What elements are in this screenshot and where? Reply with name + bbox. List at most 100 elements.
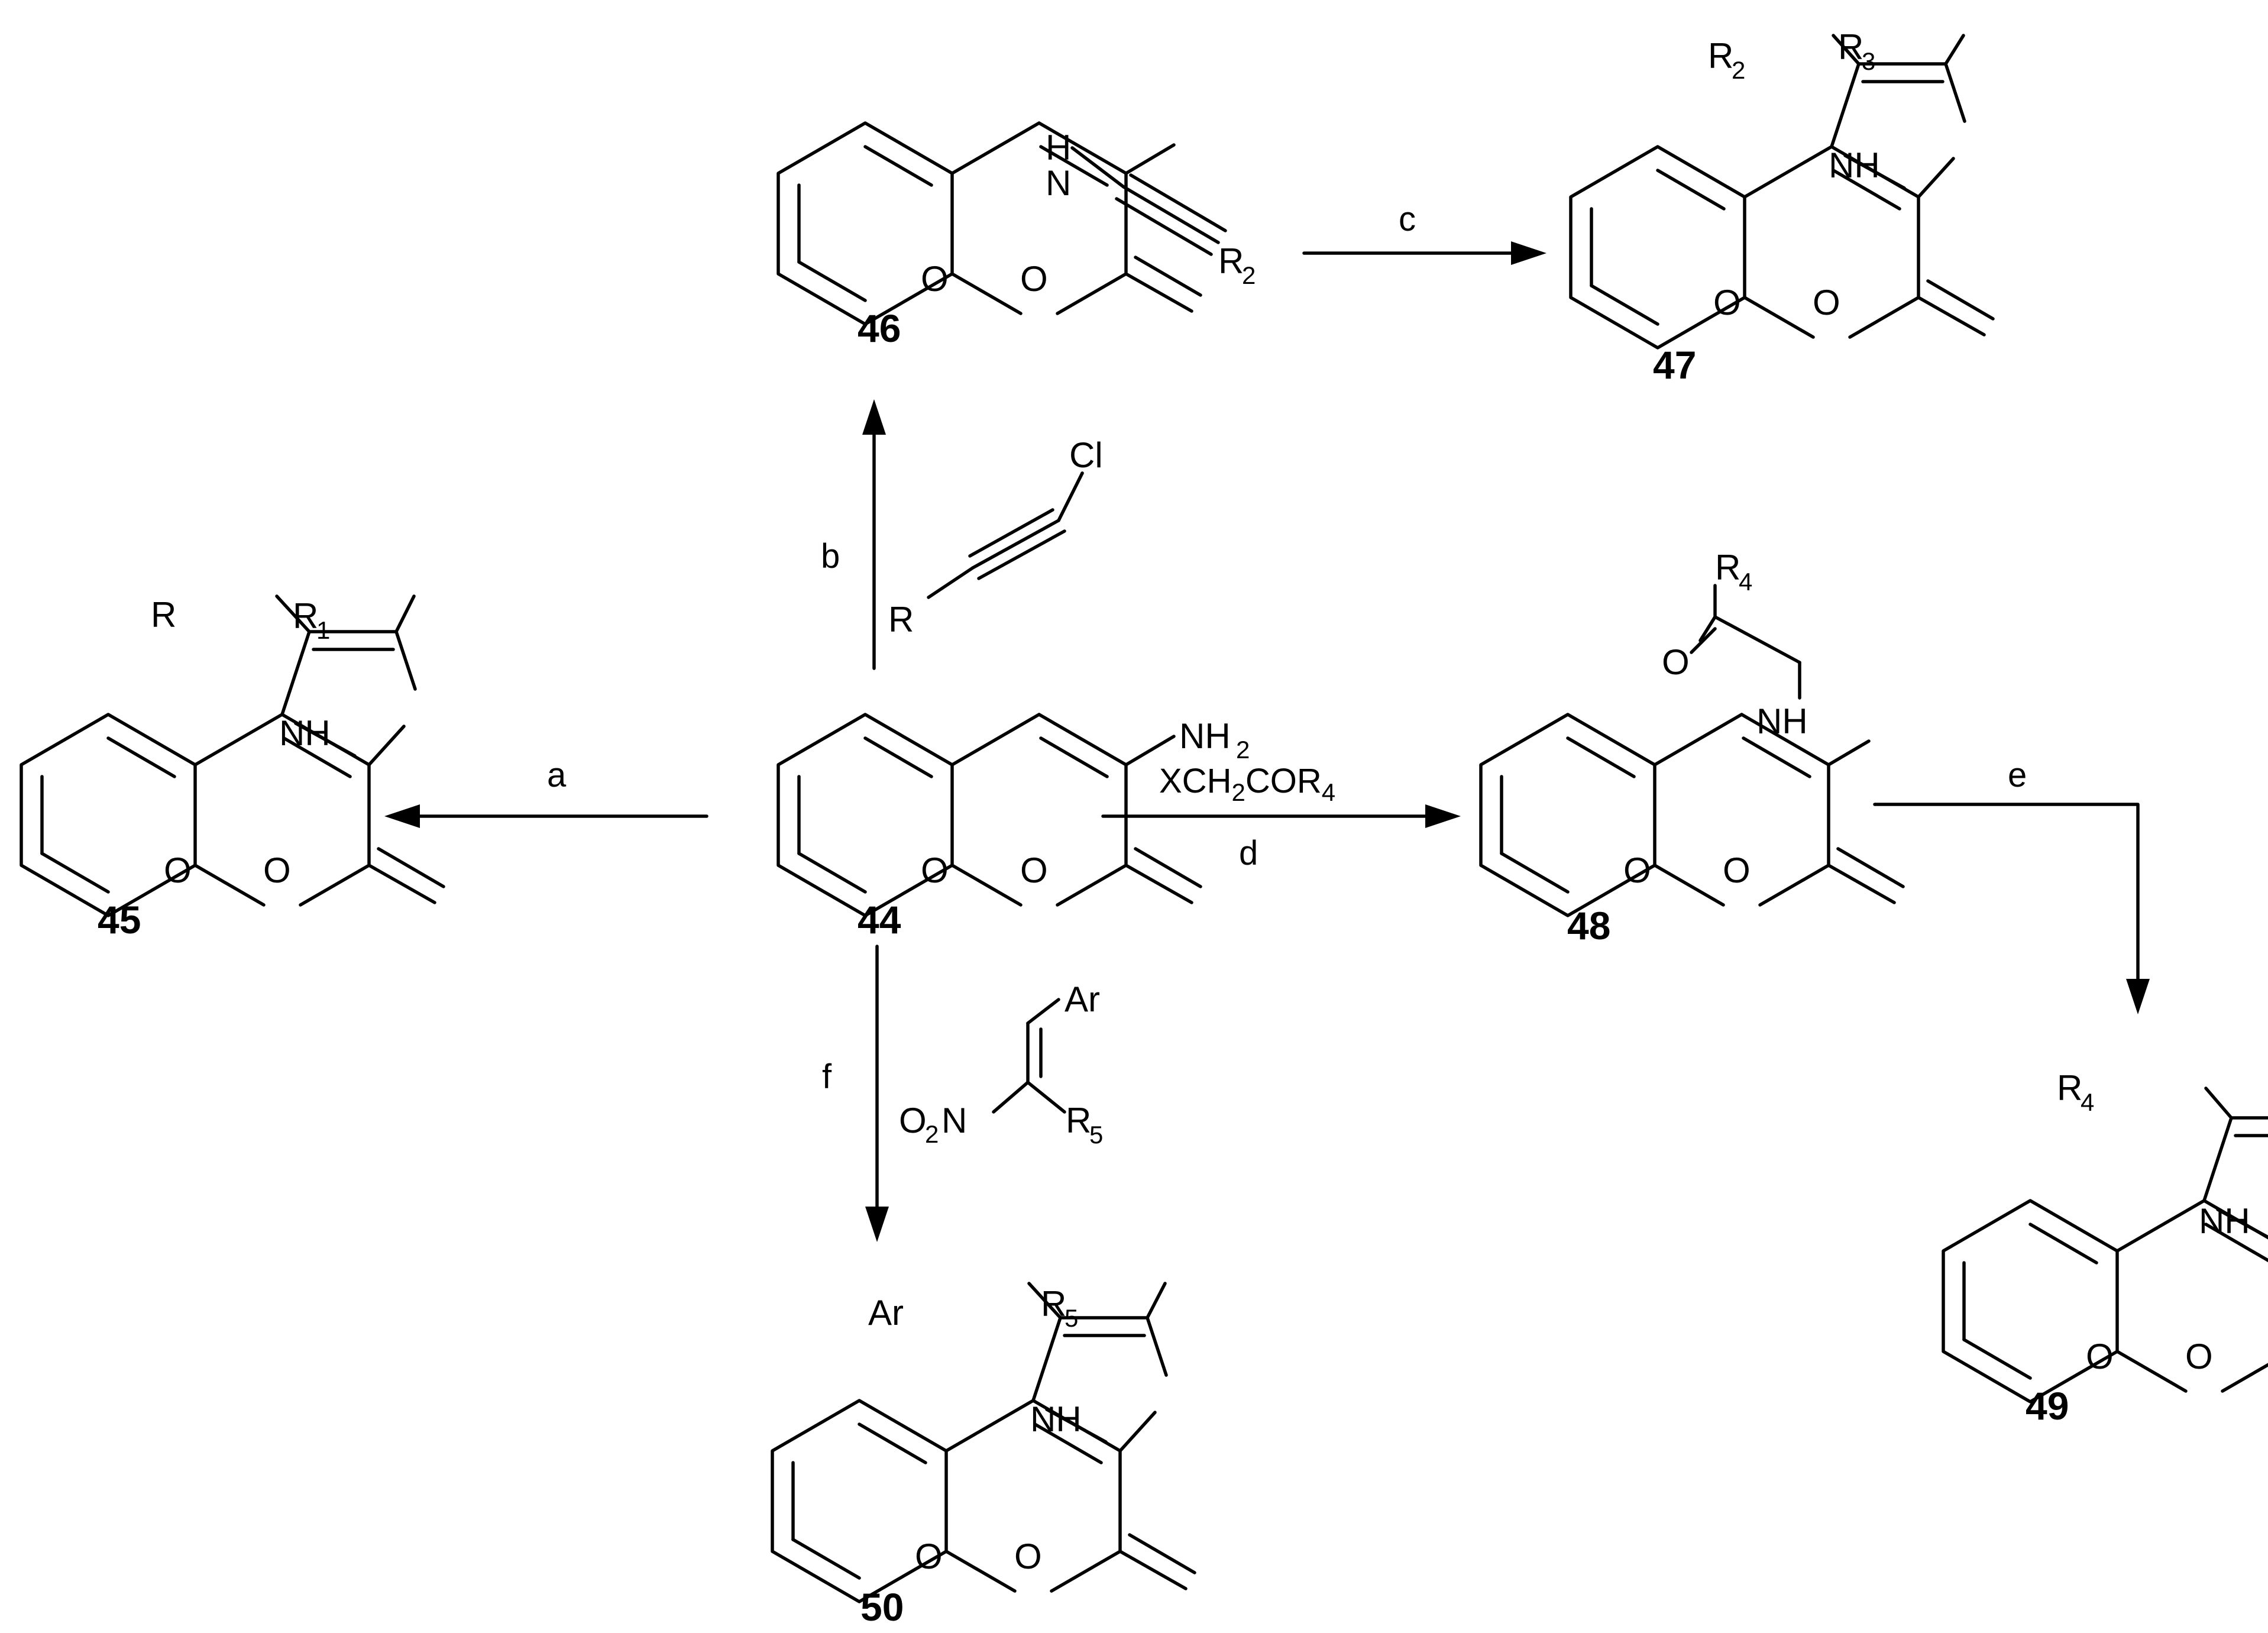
atom-oxygen-ring: O [921, 851, 949, 890]
alkyne-bond-1 [971, 519, 1060, 570]
bond-c-no2 [992, 1081, 1030, 1114]
compound-label-46: 46 [858, 306, 901, 350]
compound-49: R 4 NH O O 49 [1943, 1068, 2268, 1428]
atom-r2-subscript: 2 [1242, 261, 1256, 289]
atom-oxygen-carbonyl: O [1723, 851, 1751, 890]
atom-nh: NH [2199, 1201, 2250, 1241]
arrow-c: c [1302, 200, 1546, 265]
atom-oxygen-carbonyl: O [263, 851, 291, 890]
atom-nh: NH [1030, 1399, 1082, 1439]
atom-o2n: O [899, 1101, 927, 1140]
atom-r3: R [1838, 27, 1863, 67]
atom-r2: R [1708, 36, 1733, 76]
compound-label-49: 49 [2026, 1384, 2069, 1428]
bond-c1-r4 [2204, 1086, 2233, 1120]
arrow-e: e [1873, 756, 2150, 1014]
bond-n-c-alkyne [1070, 146, 1125, 189]
compound-47: R 2 R 3 NH O O 47 [1571, 27, 1993, 387]
bond-ch2-co [1713, 615, 1801, 664]
bond-c-o-double-1 [1698, 615, 1717, 642]
atom-ar: Ar [868, 1293, 904, 1333]
arrowhead-e [2126, 979, 2150, 1014]
atom-r5: R [1041, 1284, 1066, 1324]
compound-46: H N R 2 O O 46 [778, 123, 1256, 350]
bond-ch-ar [1026, 998, 1060, 1025]
alkyne-triple-bond-2 [1129, 173, 1227, 232]
step-label-d: d [1239, 834, 1258, 872]
alkyne-triple-bond-1 [1122, 185, 1220, 244]
reagent-xch2cor4: XCH2COR4 [1159, 762, 1335, 806]
bond-c3-n [1827, 739, 1871, 767]
arrow-f: f [822, 945, 889, 1242]
atom-r: R [151, 595, 176, 635]
step-label-e: e [2008, 756, 2027, 794]
arrowhead-f [865, 1207, 889, 1242]
atom-n: N [1046, 163, 1071, 203]
atom-r1-subscript: 1 [316, 616, 330, 644]
atom-r1: R [293, 596, 318, 636]
bond-c2-r5 [1146, 1282, 1167, 1320]
alkyne-bond-2 [968, 508, 1054, 558]
atom-nh2: NH [1179, 716, 1231, 756]
atom-oxygen-carbonyl: O [1813, 283, 1840, 322]
compound-label-45: 45 [98, 898, 141, 942]
atom-oxygen-ring: O [164, 851, 192, 890]
atom-r4: R [1715, 548, 1740, 587]
atom-r: R [888, 600, 914, 639]
step-label-f: f [822, 1058, 832, 1096]
atom-r4: R [2057, 1068, 2082, 1108]
compound-label-44: 44 [858, 898, 901, 942]
atom-oxygen-carbonyl: O [1020, 851, 1048, 890]
arrowhead-a [384, 804, 420, 828]
bond-c2-r3 [1944, 34, 1965, 66]
bond-c1-r [275, 594, 311, 633]
bond-c3-n [1124, 735, 1176, 767]
alkyne-bond-3 [977, 529, 1066, 580]
atom-oxygen-ring: O [915, 1537, 943, 1576]
step-label-a: a [547, 756, 567, 794]
atom-oxygen-ketone: O [1662, 642, 1690, 682]
atom-o2n-n: N [942, 1101, 967, 1140]
arrowhead-c [1511, 241, 1546, 265]
atom-r4-subscript: 4 [1739, 568, 1752, 596]
arrow-b: b [821, 399, 886, 670]
atom-o2n-subscript: 2 [925, 1120, 939, 1148]
atom-r2: R [1218, 241, 1244, 281]
compound-50: Ar R 5 NH O O 50 [772, 1282, 1195, 1629]
reagent-propargyl-chloride: R Cl [888, 435, 1103, 639]
bond-c1-r2 [1832, 34, 1861, 66]
arrowhead-d [1425, 804, 1461, 828]
atom-h: H [1046, 128, 1071, 167]
alkyne-triple-bond-3 [1115, 197, 1213, 256]
atom-r2-subscript: 2 [1732, 56, 1745, 84]
arrowhead-b [862, 399, 886, 435]
atom-r3-subscript: 3 [1862, 47, 1875, 75]
compound-label-47: 47 [1653, 343, 1696, 387]
reagent-nitroalkene: Ar O 2 N R 5 [899, 979, 1103, 1149]
atom-nh: NH [1756, 701, 1808, 741]
bond-r-c [927, 566, 975, 599]
compound-label-48: 48 [1567, 904, 1610, 948]
atom-ar: Ar [1065, 979, 1100, 1019]
bond-c-r5 [1026, 1081, 1066, 1114]
compound-48: R 4 O NH O O 48 [1481, 548, 1903, 948]
bond-c3-n [1124, 143, 1176, 175]
atom-oxygen-ring: O [1623, 851, 1651, 890]
atom-nh2-subscript: 2 [1236, 736, 1250, 764]
atom-oxygen-ring: O [1713, 283, 1741, 322]
arrow-a: a [384, 756, 708, 828]
atom-oxygen-ring: O [921, 259, 949, 299]
bond-c-o-double-2 [1690, 627, 1717, 654]
atom-oxygen-carbonyl: O [1020, 259, 1048, 299]
atom-r4-subscript: 4 [2081, 1088, 2094, 1116]
step-label-b: b [821, 537, 840, 575]
atom-r5-subscript: 5 [1089, 1121, 1103, 1149]
compound-44: O O NH 2 44 [778, 714, 1250, 942]
atom-nh: NH [279, 713, 331, 753]
atom-nh: NH [1829, 145, 1880, 185]
step-label-c: c [1399, 200, 1416, 238]
atom-oxygen-ring: O [2086, 1337, 2114, 1376]
arrow-d: XCH2COR4 d [1101, 762, 1461, 872]
compound-45: R R 1 NH O O 45 [21, 594, 444, 942]
